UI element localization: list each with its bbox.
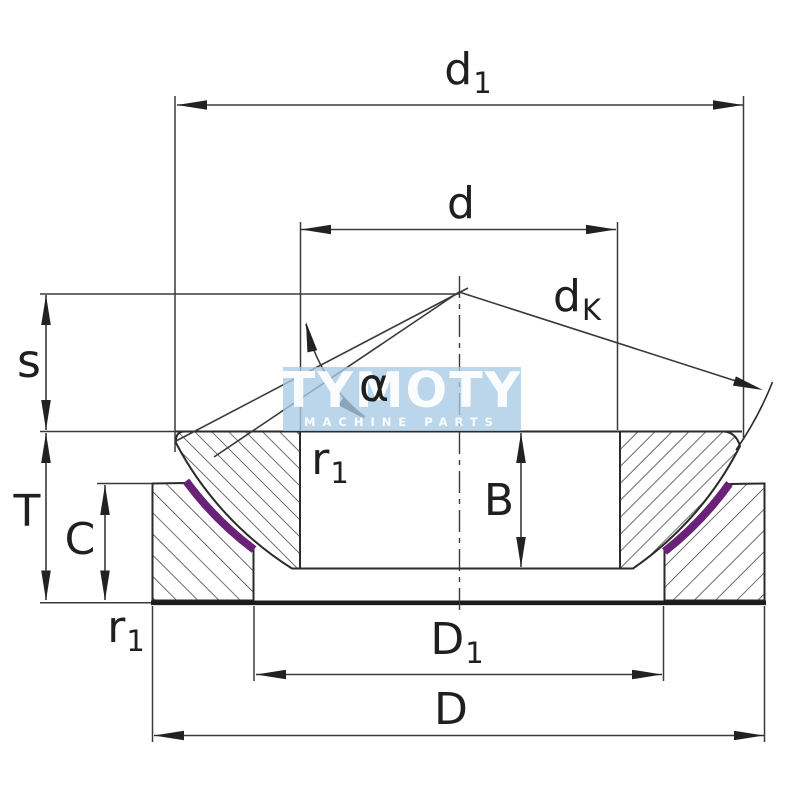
dim-label-C: C (64, 514, 96, 565)
arrow-C-bottom (100, 570, 110, 601)
arrow-D-left (154, 730, 184, 741)
silhouette-edges (151, 381, 774, 606)
bearing-section (151, 430, 766, 602)
arrow-s-top (41, 295, 51, 325)
arrow-s-bottom (41, 400, 51, 430)
dim-label-s: s (17, 334, 41, 388)
watermark-subtitle: MACHINE PARTS (304, 414, 500, 429)
shaft-washer-left-section (174, 430, 301, 570)
dim-label-B: B (483, 475, 515, 526)
sliding-surface-left (182, 478, 257, 553)
arrow-B-bottom (516, 537, 526, 567)
arrow-d1-left (177, 100, 207, 110)
arrow-d-left (301, 224, 331, 235)
dim-label-dk: dK (553, 271, 601, 327)
alpha-radius-line-1 (175, 287, 469, 442)
arrow-alpha-top (306, 322, 318, 353)
dim-label-r1-outer: r1 (107, 602, 145, 658)
dim-line-dk (458, 291, 740, 383)
shaft-washer-right-section (619, 430, 742, 570)
sliding-surface-arcs (182, 478, 733, 555)
watermark: TYMOTY MACHINE PARTS (283, 367, 521, 431)
watermark-title: TYMOTY (283, 367, 521, 420)
arrow-D1-left (256, 669, 286, 680)
arrow-D1-right (632, 669, 662, 680)
arrow-T-top (41, 433, 51, 463)
arrow-d1-right (713, 100, 743, 110)
sliding-surface-right (662, 481, 733, 555)
dim-label-D1: D1 (430, 614, 484, 670)
arrow-B-top (516, 433, 526, 463)
arrow-T-bottom (41, 570, 51, 601)
dim-label-alpha: α (358, 358, 390, 412)
arrow-C-top (100, 485, 110, 515)
dim-label-T: T (13, 486, 41, 537)
dim-label-D: D (434, 684, 468, 735)
arrow-dk (732, 376, 763, 390)
arrow-D-right (734, 730, 764, 741)
dim-label-d1: d1 (444, 44, 492, 100)
arrow-d-right (586, 224, 616, 235)
dim-label-r1-bore: r1 (311, 434, 349, 490)
sphere-silhouette-arc (735, 381, 774, 451)
dim-label-d: d (447, 178, 475, 229)
